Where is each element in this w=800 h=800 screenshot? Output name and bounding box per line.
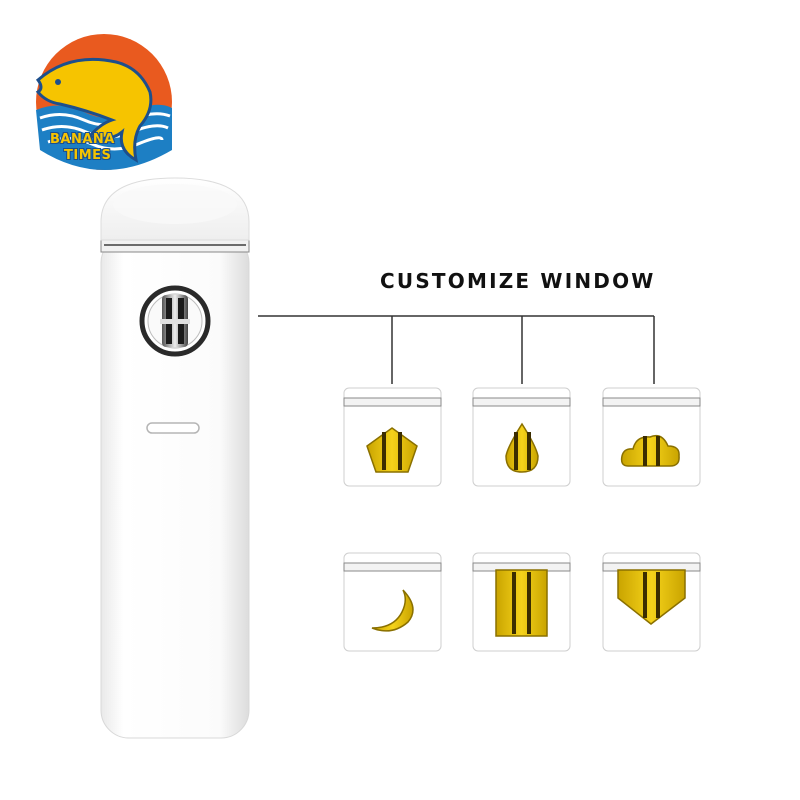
connector-lines <box>258 315 655 384</box>
logo-fish <box>35 57 153 163</box>
banana-times-logo <box>35 34 172 170</box>
customize-window-heading: CUSTOMIZE WINDOW <box>380 269 656 293</box>
window-option-shield <box>602 552 701 652</box>
window-option-drop <box>472 387 571 487</box>
window-option-cloud <box>602 387 701 487</box>
window-option-rectangle <box>472 552 571 652</box>
window-option-crescent-moon <box>343 552 442 652</box>
vape-device <box>100 177 250 739</box>
logo-text-line2: TIMES <box>64 148 112 163</box>
logo-text-line1: BANANA <box>50 132 115 147</box>
window-option-pentagon <box>343 387 442 487</box>
device-indicator-light <box>146 422 200 434</box>
